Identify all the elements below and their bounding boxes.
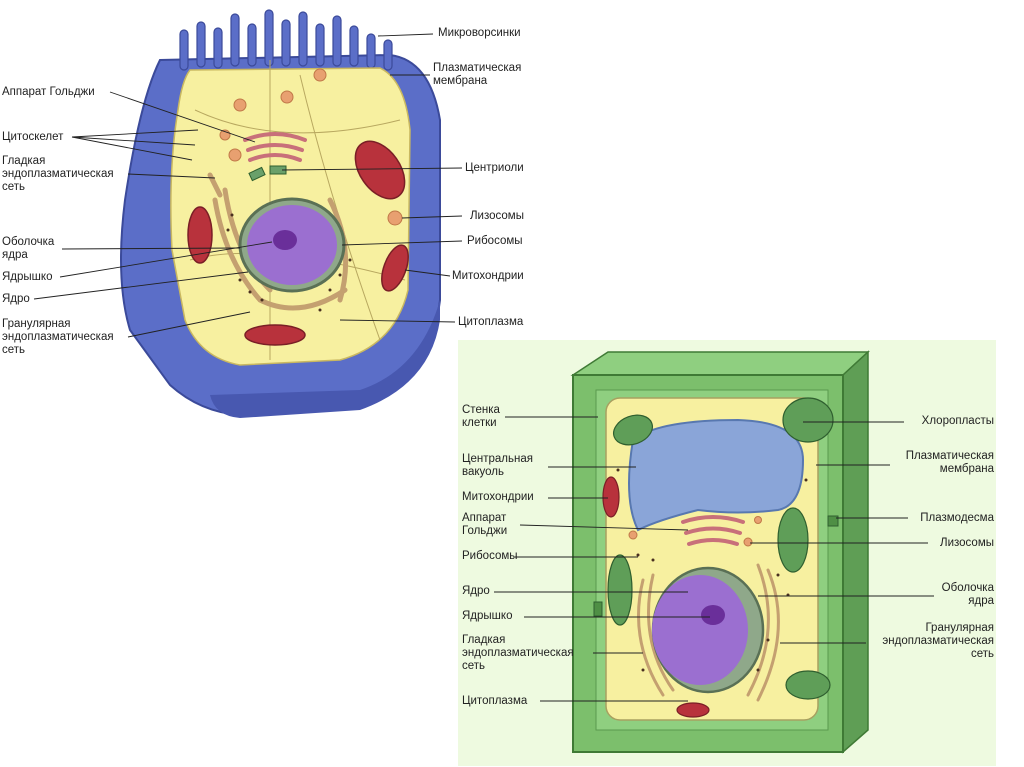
label-plasma-membrane-line2: мембрана	[433, 75, 488, 87]
label-plant-ribosomes: Рибосомы	[462, 550, 518, 562]
label-plasma-membrane-line1: Плазматическая	[433, 62, 522, 74]
label-plant-smooth-er-line2: эндоплазматическая	[462, 647, 574, 659]
label-central-vacuole: Центральная вакуоль	[462, 453, 533, 479]
label-plasma-membrane: Плазматическая мембрана	[433, 62, 521, 88]
animal-cell-diagram	[33, 9, 463, 418]
label-plant-plasma-membrane-line2: мембрана	[939, 463, 994, 475]
plant-lysosomes	[628, 516, 762, 547]
label-chloroplasts: Хлоропласты	[921, 415, 994, 427]
label-nuclear-envelope: Оболочка ядра	[2, 236, 54, 262]
label-cell-wall: Стенка клетки	[462, 404, 500, 430]
label-cell-wall-line1: Стенка	[462, 404, 500, 416]
microvilli	[179, 9, 393, 71]
label-central-vacuole-line1: Центральная	[462, 453, 533, 465]
label-nucleolus: Ядрышко	[2, 271, 53, 283]
label-centrioles: Центриоли	[465, 162, 524, 174]
label-plant-cytoplasm: Цитоплазма	[462, 695, 528, 707]
label-plant-nucleolus: Ядрышко	[462, 610, 513, 622]
label-ribosomes: Рибосомы	[467, 235, 523, 247]
label-plant-rough-er-line2: эндоплазматическая	[882, 635, 994, 647]
label-plant-rough-er: Гранулярная эндоплазматическая сеть	[882, 622, 994, 661]
plant-nucleolus	[701, 605, 725, 625]
animal-nucleolus	[273, 230, 297, 250]
label-cytoskeleton: Цитоскелет	[2, 131, 64, 143]
label-nuclear-envelope-line2: ядра	[2, 249, 28, 261]
label-smooth-er-line1: Гладкая	[2, 155, 46, 167]
animal-ribosomes	[226, 213, 352, 312]
plant-vacuole	[628, 418, 805, 532]
label-microvilli: Микроворсинки	[438, 27, 521, 39]
plant-chloroplasts	[607, 397, 834, 700]
label-plant-golgi: Аппарат Гольджи	[462, 512, 507, 538]
label-plant-smooth-er-line3: сеть	[462, 660, 486, 672]
label-nucleus: Ядро	[2, 293, 30, 305]
label-plant-smooth-er-line1: Гладкая	[462, 634, 506, 646]
label-rough-er-line3: сеть	[2, 344, 26, 356]
plant-er	[637, 563, 780, 702]
label-golgi: Аппарат Гольджи	[2, 86, 95, 98]
plant-wall-outer	[570, 351, 870, 376]
label-cytoplasm: Цитоплазма	[458, 316, 524, 328]
animal-mitochondria	[187, 140, 409, 346]
label-plant-nuclear-envelope-line1: Оболочка	[941, 582, 994, 594]
label-plant-golgi-line1: Аппарат	[462, 512, 507, 524]
label-rough-er-line1: Гранулярная	[2, 318, 71, 330]
plant-plasmodesmata	[593, 515, 839, 617]
label-plant-nuclear-envelope: Оболочка ядра	[942, 582, 994, 608]
plant-golgi	[681, 515, 745, 546]
label-plant-nuclear-envelope-line2: ядра	[968, 595, 994, 607]
label-smooth-er: Гладкая эндоплазматическая сеть	[2, 155, 114, 194]
plant-cell-diagram	[494, 350, 934, 754]
animal-lysosomes	[219, 68, 403, 226]
label-rough-er: Гранулярная эндоплазматическая сеть	[2, 318, 114, 357]
label-rough-er-line2: эндоплазматическая	[2, 331, 114, 343]
label-plant-rough-er-line3: сеть	[970, 648, 994, 660]
plant-leader-lines	[494, 416, 934, 702]
label-plant-golgi-line2: Гольджи	[462, 525, 508, 537]
label-plant-rough-er-line1: Гранулярная	[925, 622, 994, 634]
label-central-vacuole-line2: вакуоль	[462, 466, 504, 478]
label-plant-plasma-membrane: Плазматическая мембрана	[906, 450, 994, 476]
label-plant-nucleus: Ядро	[462, 585, 490, 597]
plant-mitochondria	[602, 476, 710, 718]
label-lysosomes: Лизосомы	[470, 210, 524, 222]
label-plant-lysosomes: Лизосомы	[940, 537, 994, 549]
animal-membrane-side	[210, 300, 440, 418]
label-plant-smooth-er: Гладкая эндоплазматическая сеть	[462, 634, 574, 673]
label-plasmodesma: Плазмодесма	[920, 512, 994, 524]
plant-wall-side	[842, 350, 869, 754]
label-smooth-er-line2: эндоплазматическая	[2, 168, 114, 180]
label-plant-plasma-membrane-line1: Плазматическая	[905, 450, 994, 462]
animal-golgi	[243, 132, 307, 162]
label-nuclear-envelope-line1: Оболочка	[2, 236, 55, 248]
animal-centrioles	[248, 165, 287, 182]
label-cell-wall-line2: клетки	[462, 417, 497, 429]
label-plant-mitochondria: Митохондрии	[462, 491, 534, 503]
animal-leader-lines	[33, 33, 463, 338]
label-smooth-er-line3: сеть	[2, 181, 26, 193]
plant-nucleus	[652, 575, 748, 685]
animal-cell-panel: Микроворсинки Плазматическая мембрана Ап…	[0, 0, 540, 426]
plant-cell-panel: Стенка клетки Центральная вакуоль Митохо…	[458, 340, 996, 766]
label-mitochondria: Митохондрии	[452, 270, 524, 282]
